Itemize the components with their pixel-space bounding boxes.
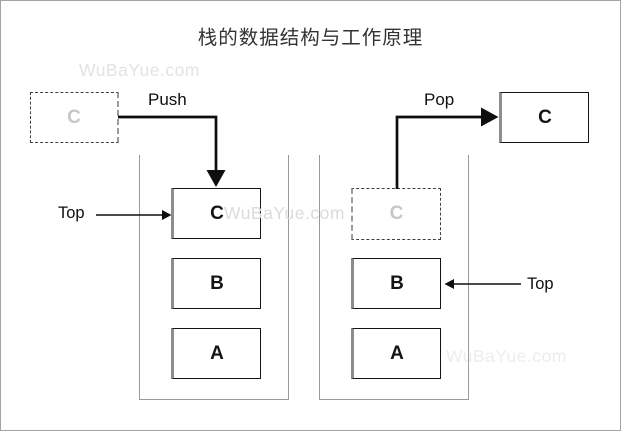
left-stack-item-a: A (171, 328, 261, 379)
push-pending-item-box: C (30, 92, 119, 143)
diagram-title: 栈的数据结构与工作原理 (197, 27, 424, 49)
pop-ghost-slot-label: C (389, 203, 404, 224)
left-stack-item-c: C (171, 188, 261, 239)
pop-result-item-box: C (499, 92, 589, 143)
left-stack-item-b: B (171, 258, 261, 309)
pop-result-item-label: C (538, 106, 552, 128)
pop-ghost-slot-box: C (351, 188, 441, 240)
right-stack-item-a-label: A (390, 342, 404, 364)
watermark-middle: WuBaYue.com (224, 203, 345, 223)
top-label-left: Top (58, 204, 85, 222)
push-pending-item-label: C (67, 106, 81, 128)
watermark-top-left: WuBaYue.com (79, 60, 200, 80)
right-stack-item-a: A (351, 328, 441, 379)
right-stack-container (319, 155, 469, 400)
top-label-right: Top (527, 275, 554, 293)
watermark-bottom-right: WuBaYue.com (446, 346, 567, 366)
left-stack-item-c-label: C (210, 202, 224, 224)
left-stack-item-a-label: A (210, 342, 224, 364)
pop-label: Pop (424, 90, 455, 109)
push-label: Push (148, 90, 187, 109)
left-stack-item-b-label: B (210, 272, 224, 294)
right-stack-item-b-label: B (390, 272, 404, 294)
left-stack-container (139, 155, 289, 400)
right-stack-item-b: B (351, 258, 441, 309)
